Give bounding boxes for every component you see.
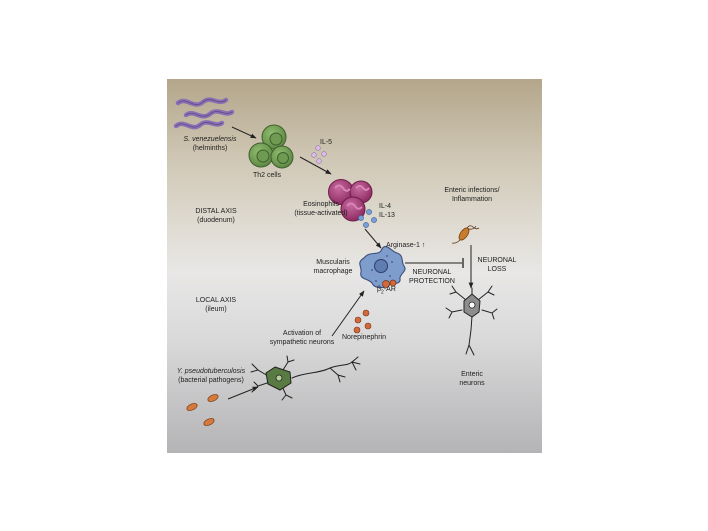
th2-cell-icon — [248, 124, 294, 169]
il4-il13-dots — [358, 209, 377, 228]
bacteria-label: Y. pseudotuberculosis — [172, 368, 250, 377]
activation-title-1: Activation of — [282, 330, 322, 337]
activation-label: Activation of sympathetic neurons — [262, 330, 342, 347]
neuronal-protection-label: NEURONAL PROTECTION — [403, 269, 461, 286]
local-axis-title: LOCAL AXIS — [195, 297, 237, 304]
bacteria-type: (bacterial pathogens) — [178, 377, 244, 384]
eosinophils-label: Eosinophils (tissue-activated) — [288, 201, 354, 218]
arginase-label: Arginase-1 ↑ — [386, 242, 426, 249]
beta-ar-symbol: β — [377, 286, 382, 293]
bacteria-icon — [186, 394, 219, 426]
enteric-infections-title: Enteric infections/ — [444, 187, 500, 194]
neuronal-loss-label: NEURONAL LOSS — [474, 257, 520, 274]
bacteria-type-label: (bacterial pathogens) — [172, 377, 250, 386]
sympathetic-neuron-icon — [250, 355, 361, 401]
enteric-neurons-2: neurons — [459, 379, 485, 387]
eosinophil-icon — [328, 179, 373, 222]
beta-ar-label: β2-AR — [377, 286, 396, 297]
norepinephrin-label: Norepinephrin — [342, 334, 386, 341]
helminth-type: (helminths) — [192, 145, 228, 152]
distal-axis-title: DISTAL AXIS — [195, 208, 237, 215]
il5-dots — [311, 145, 327, 164]
helminth-label: S. venezuelensis — [176, 136, 244, 145]
beta-ar-subscript: 2 — [381, 289, 384, 296]
inflammation-title: Inflammation — [451, 195, 493, 203]
activation-title-2: sympathetic neurons — [269, 338, 335, 346]
il13-label: IL-13 — [379, 212, 395, 219]
neuronal-protection-2: PROTECTION — [409, 277, 455, 285]
helminth-type-label: (helminths) — [176, 145, 244, 154]
enteric-neurons-label: Enteric neurons — [450, 371, 494, 388]
local-axis-site: (ileum) — [205, 305, 227, 313]
enteric-neurons-1: Enteric — [461, 371, 483, 378]
macrophage-icon — [359, 245, 406, 289]
eosinophils-state: (tissue-activated) — [294, 209, 348, 217]
neuronal-loss-1: NEURONAL — [477, 257, 517, 264]
distal-axis-site: (duodenum) — [197, 216, 235, 224]
helminth-name: S. venezuelensis — [183, 136, 237, 143]
neuronal-loss-2: LOSS — [487, 265, 507, 273]
distal-axis-label: DISTAL AXIS (duodenum) — [181, 208, 251, 225]
bacteria-name: Y. pseudotuberculosis — [176, 368, 246, 375]
enteric-infections-label: Enteric infections/ Inflammation — [434, 187, 510, 204]
beta-ar-suffix: -AR — [383, 286, 396, 293]
macrophage-label: Muscularis macrophage — [309, 259, 357, 276]
enteric-pathogen-icon — [451, 225, 480, 244]
il4-label: IL-4 — [379, 203, 392, 210]
local-axis-label: LOCAL AXIS (ileum) — [181, 297, 251, 314]
th2-label: Th2 cells — [252, 172, 281, 179]
norepinephrin-dots — [353, 309, 372, 334]
macrophage-title-2: macrophage — [313, 267, 353, 275]
macrophage-title-1: Muscularis — [316, 259, 350, 266]
diagram-panel — [167, 79, 542, 453]
il5-label: IL-5 — [320, 139, 333, 146]
eosinophils-title: Eosinophils — [303, 201, 339, 208]
neuronal-protection-1: NEURONAL — [412, 269, 452, 276]
